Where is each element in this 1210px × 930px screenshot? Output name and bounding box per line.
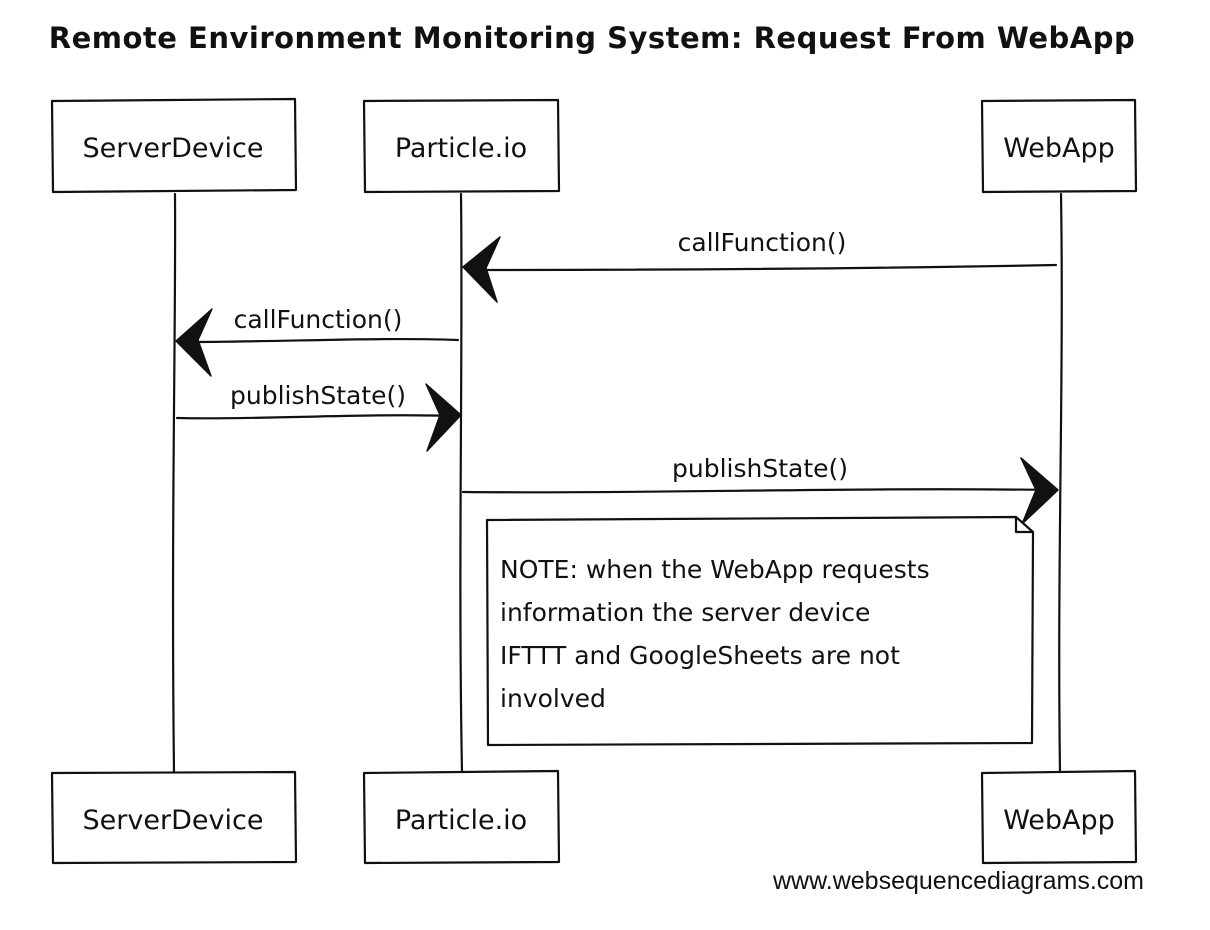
diagram-title: Remote Environment Monitoring System: Re… (49, 21, 1135, 55)
participant-label: WebApp (1003, 805, 1115, 836)
participant-serverdevice-top: ServerDevice (50, 97, 298, 194)
participant-label: Particle.io (395, 805, 527, 836)
lifeline-webapp (1058, 192, 1063, 774)
message-callfunction-particle-to-server: callFunction() (175, 305, 460, 377)
message-label: publishState() (672, 454, 848, 483)
participant-webapp-bottom: WebApp (980, 769, 1138, 865)
participant-particle-io-bottom: Particle.io (362, 769, 561, 865)
message-publishstate-particle-to-webapp: publishState() (461, 454, 1059, 525)
message-label: publishState() (230, 381, 406, 410)
message-label: callFunction() (678, 228, 847, 257)
note-line: information the server device (500, 598, 870, 627)
participant-label: WebApp (1003, 133, 1115, 164)
participant-webapp-top: WebApp (980, 98, 1138, 194)
participant-label: ServerDevice (83, 805, 264, 836)
participant-label: ServerDevice (83, 133, 264, 164)
message-label: callFunction() (234, 305, 403, 334)
note-line: involved (500, 684, 606, 713)
participant-serverdevice-bottom: ServerDevice (50, 770, 298, 865)
note-line: IFTTT and GoogleSheets are not (500, 641, 900, 670)
lifeline-serverdevice (171, 192, 177, 774)
note-line: NOTE: when the WebApp requests (500, 555, 930, 584)
credit-text: www.websequencediagrams.com (772, 867, 1144, 895)
participant-label: Particle.io (395, 133, 527, 164)
participant-particle-io-top: Particle.io (362, 98, 561, 194)
message-publishstate-server-to-particle: publishState() (175, 381, 462, 452)
message-callfunction-webapp-to-particle: callFunction() (462, 228, 1058, 303)
note-box: NOTE: when the WebApp requests informati… (485, 515, 1035, 747)
lifeline-particle-io (459, 192, 464, 774)
